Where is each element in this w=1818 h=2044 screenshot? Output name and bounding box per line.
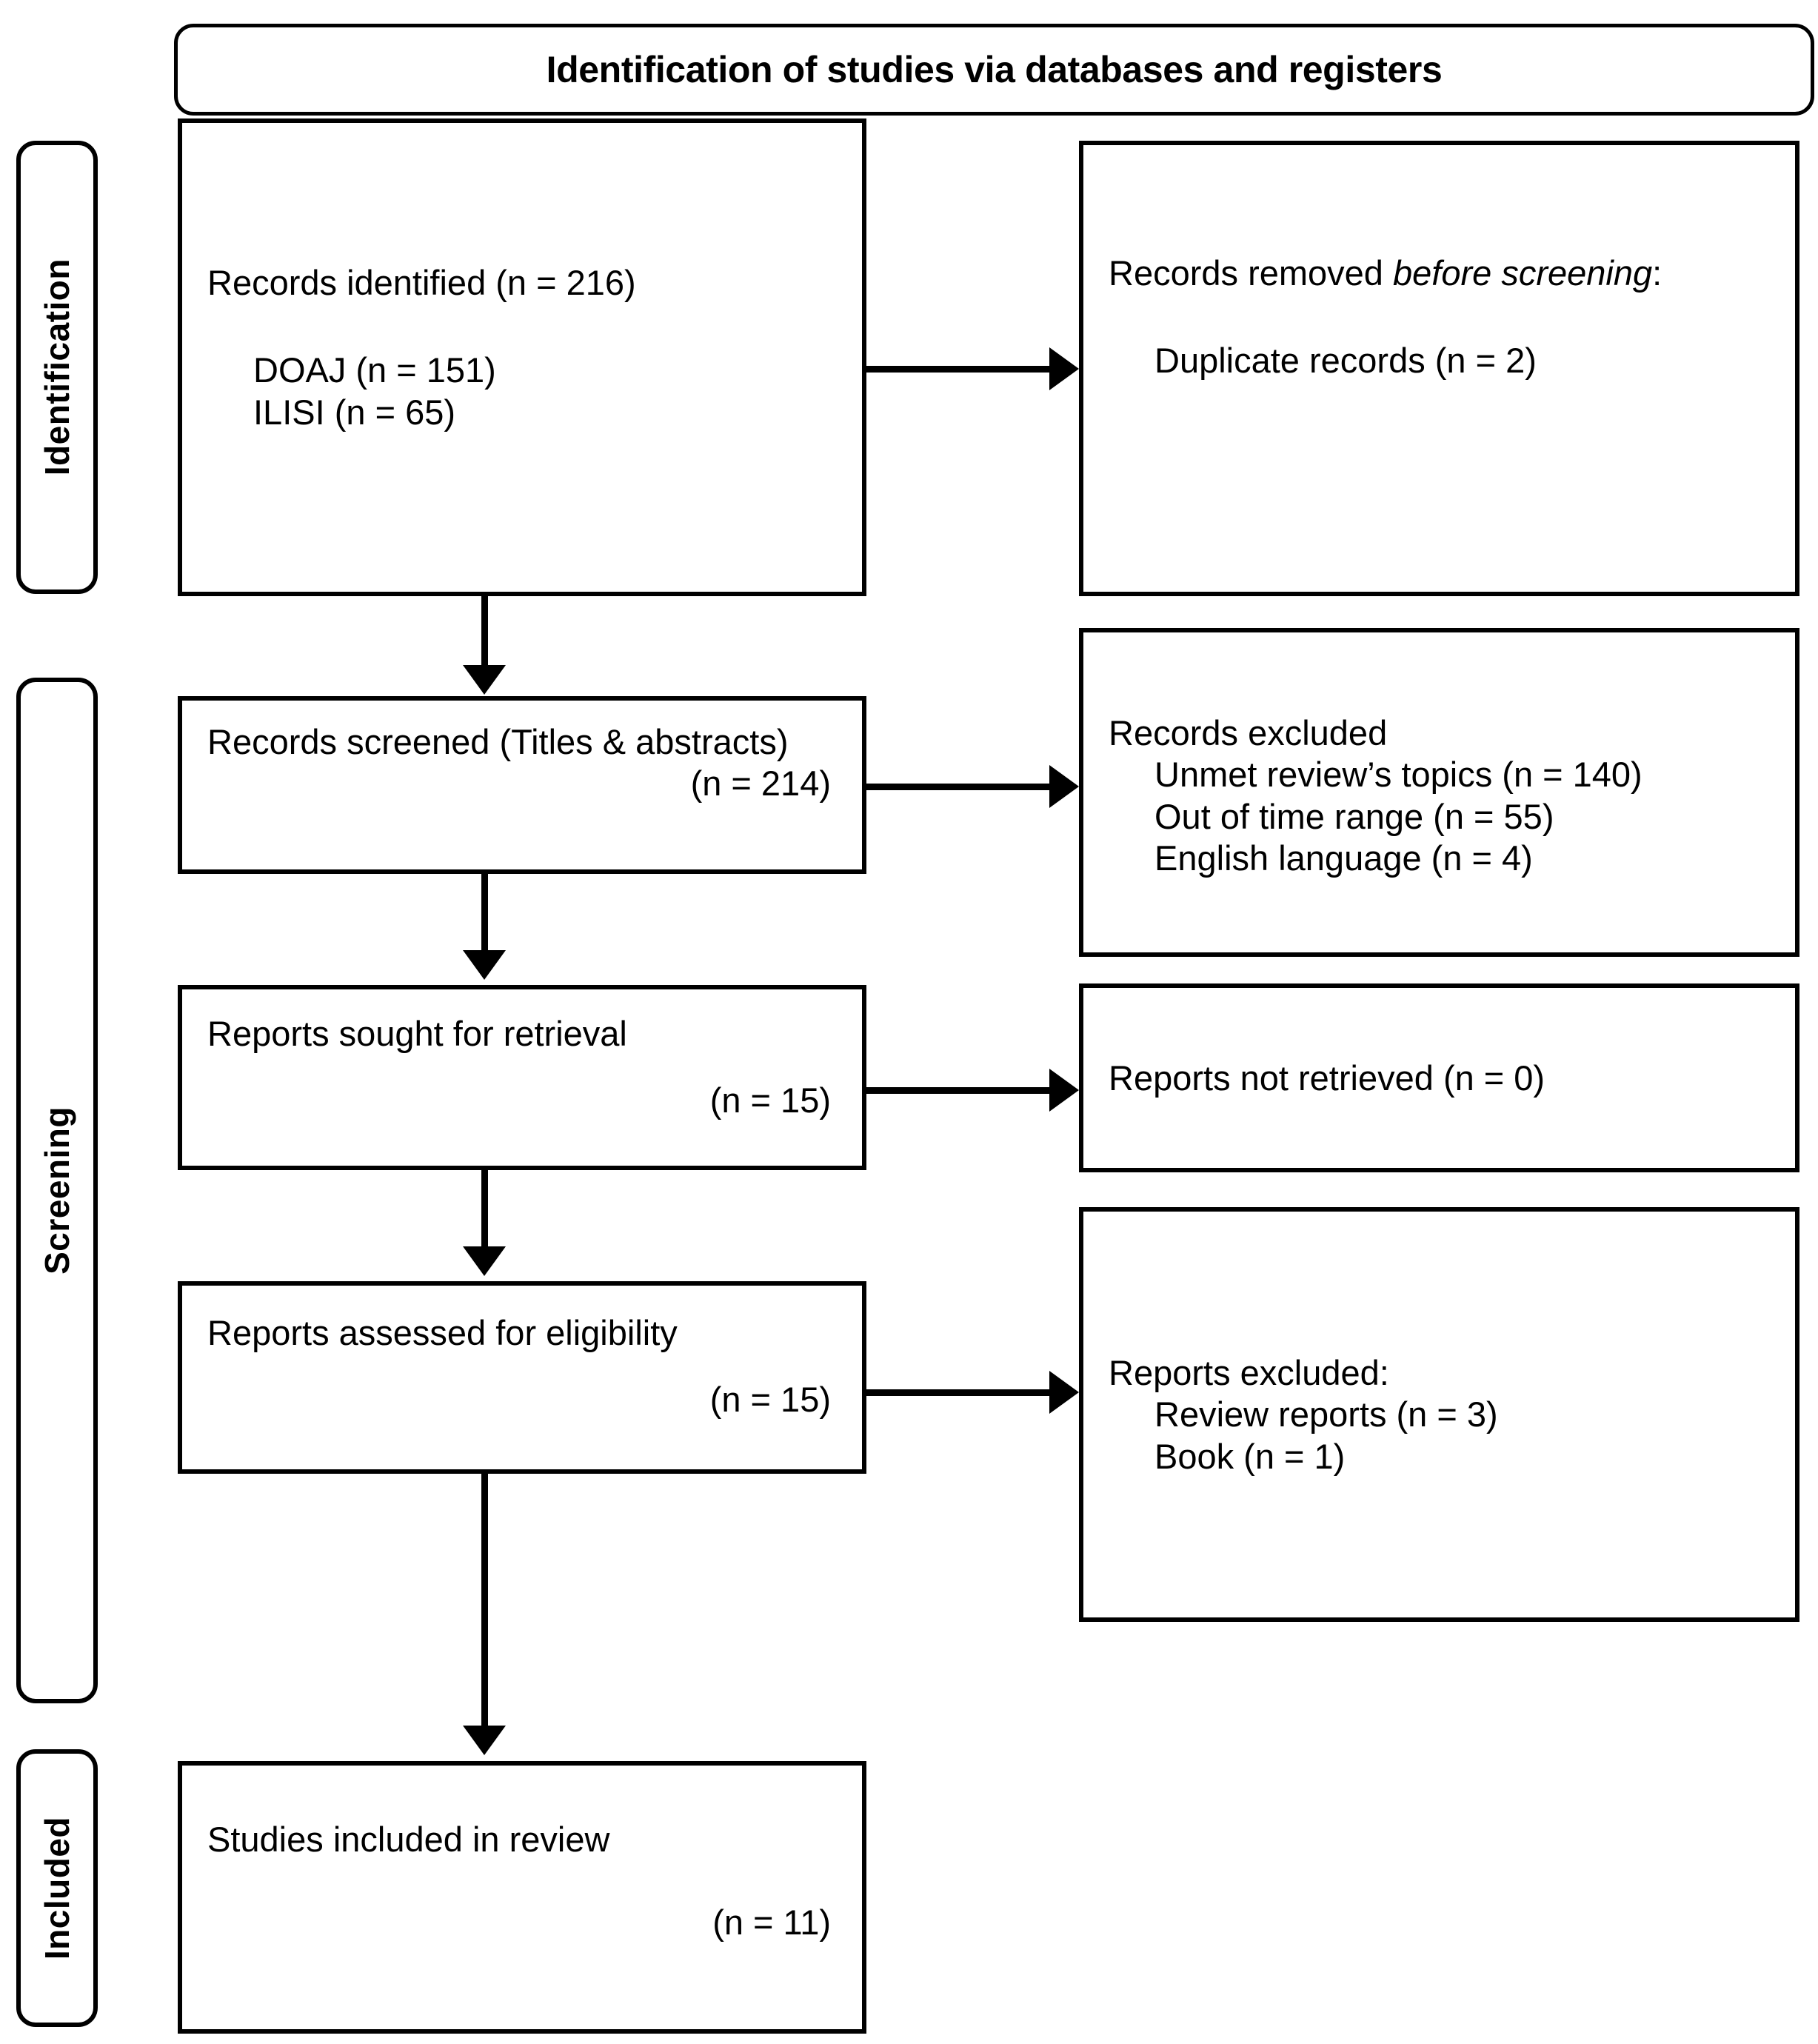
records-screened-title: Records screened (Titles & abstracts) (207, 722, 789, 761)
page-title: Identification of studies via databases … (546, 49, 1443, 90)
box-records-removed-before-screening: Records removed before screening: Duplic… (1079, 141, 1799, 596)
stage-label-screening-text: Screening (38, 1106, 76, 1275)
records-removed-title: Records removed before screening: (1109, 253, 1770, 294)
connector-arrow-screened-to-excluded (1049, 765, 1079, 808)
box-reports-sought-for-retrieval: Reports sought for retrieval (n = 15) (178, 985, 866, 1170)
reports-excluded-item-book: Book (n = 1) (1154, 1436, 1346, 1476)
records-removed-item-duplicates: Duplicate records (n = 2) (1154, 341, 1537, 381)
connector-arrow-identified-to-screened (463, 665, 506, 695)
reports-not-retrieved-title: Reports not retrieved (n = 0) (1109, 1058, 1545, 1098)
connector-line-assessed-to-included (481, 1474, 488, 1731)
connector-line-sought-to-assessed (481, 1170, 488, 1252)
stage-label-identification: Identification (16, 141, 98, 594)
box-reports-not-retrieved: Reports not retrieved (n = 0) (1079, 983, 1799, 1172)
studies-included-count: (n = 11) (712, 1903, 831, 1943)
records-identified-source-ilisi: ILISI (n = 65) (253, 392, 456, 432)
reports-excluded-title: Reports excluded: (1109, 1353, 1389, 1392)
connector-arrow-assessed-to-included (463, 1726, 506, 1755)
records-excluded-title: Records excluded (1109, 713, 1388, 752)
records-excluded-item-english-language: English language (n = 4) (1154, 838, 1533, 878)
records-removed-title-plain: Records removed (1109, 253, 1393, 293)
connector-arrow-sought-to-assessed (463, 1246, 506, 1276)
reports-assessed-count: (n = 15) (709, 1380, 831, 1420)
connector-line-sought-to-not-retrieved (866, 1087, 1052, 1094)
connector-line-screened-to-sought (481, 874, 488, 955)
records-removed-title-suffix: : (1652, 253, 1662, 293)
records-identified-title: Records identified (n = 216) (207, 263, 636, 302)
connector-arrow-identified-to-removed (1049, 347, 1079, 390)
connector-arrow-assessed-to-excluded (1049, 1371, 1079, 1414)
box-reports-assessed-for-eligibility: Reports assessed for eligibility (n = 15… (178, 1281, 866, 1474)
connector-line-identified-to-removed (866, 366, 1052, 373)
box-studies-included-in-review: Studies included in review (n = 11) (178, 1761, 866, 2034)
records-excluded-item-out-of-time-range: Out of time range (n = 55) (1154, 796, 1554, 836)
records-removed-title-italic: before screening (1393, 253, 1653, 293)
connector-line-identified-to-screened (481, 596, 488, 670)
records-screened-count: (n = 214) (690, 764, 831, 804)
stage-label-screening: Screening (16, 678, 98, 1703)
stage-label-identification-text: Identification (38, 258, 76, 476)
box-reports-excluded: Reports excluded: Review reports (n = 3)… (1079, 1207, 1799, 1622)
connector-arrow-sought-to-not-retrieved (1049, 1069, 1079, 1112)
reports-sought-count: (n = 15) (709, 1081, 831, 1120)
connector-line-assessed-to-excluded (866, 1389, 1052, 1396)
reports-assessed-title: Reports assessed for eligibility (207, 1313, 678, 1352)
diagram-title-bar: Identification of studies via databases … (174, 24, 1814, 116)
box-records-screened: Records screened (Titles & abstracts) (n… (178, 696, 866, 874)
stage-label-included: Included (16, 1749, 98, 2027)
studies-included-title: Studies included in review (207, 1820, 610, 1859)
box-records-excluded: Records excluded Unmet review’s topics (… (1079, 628, 1799, 957)
connector-line-screened-to-excluded (866, 784, 1052, 790)
reports-sought-title: Reports sought for retrieval (207, 1014, 627, 1053)
records-excluded-item-unmet-topics: Unmet review’s topics (n = 140) (1154, 755, 1642, 795)
reports-excluded-item-review-reports: Review reports (n = 3) (1154, 1395, 1498, 1435)
stage-label-included-text: Included (38, 1816, 76, 1960)
box-records-identified: Records identified (n = 216) DOAJ (n = 1… (178, 118, 866, 596)
records-identified-source-doaj: DOAJ (n = 151) (253, 350, 496, 390)
connector-arrow-screened-to-sought (463, 950, 506, 980)
